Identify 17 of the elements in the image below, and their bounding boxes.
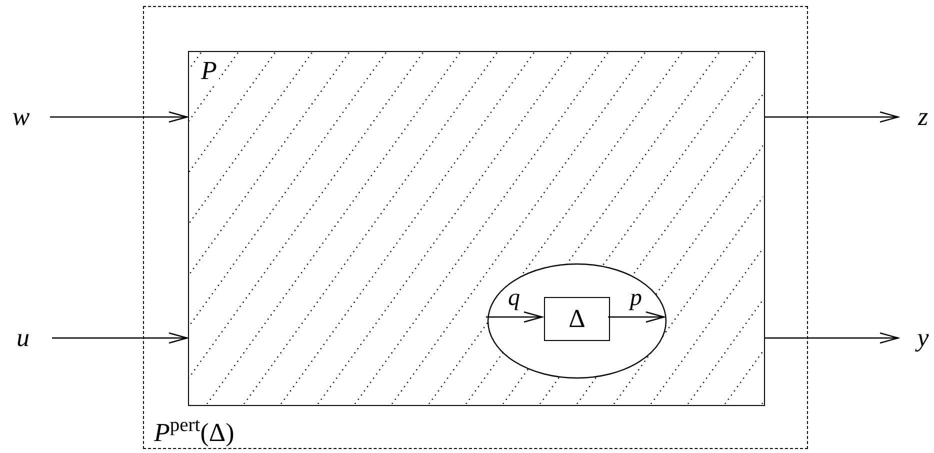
- signal-label: y: [917, 325, 929, 351]
- arrow: [486, 311, 543, 323]
- ellipse: [487, 263, 667, 379]
- arrow: [52, 332, 188, 344]
- arrow: [50, 111, 188, 123]
- box-label: Δ: [568, 306, 586, 332]
- edge-label: p: [630, 286, 642, 310]
- dashed-frame: [143, 6, 808, 449]
- frame-label: P$^{pert}$(Δ): [154, 420, 234, 446]
- arrow: [764, 332, 899, 344]
- signal-label: u: [16, 325, 30, 351]
- edge-label: q: [508, 286, 520, 310]
- signal-label: z: [918, 104, 928, 130]
- arrow: [608, 311, 665, 323]
- arrow: [764, 111, 899, 123]
- signal-label: w: [12, 104, 30, 130]
- delta-box: [544, 297, 610, 341]
